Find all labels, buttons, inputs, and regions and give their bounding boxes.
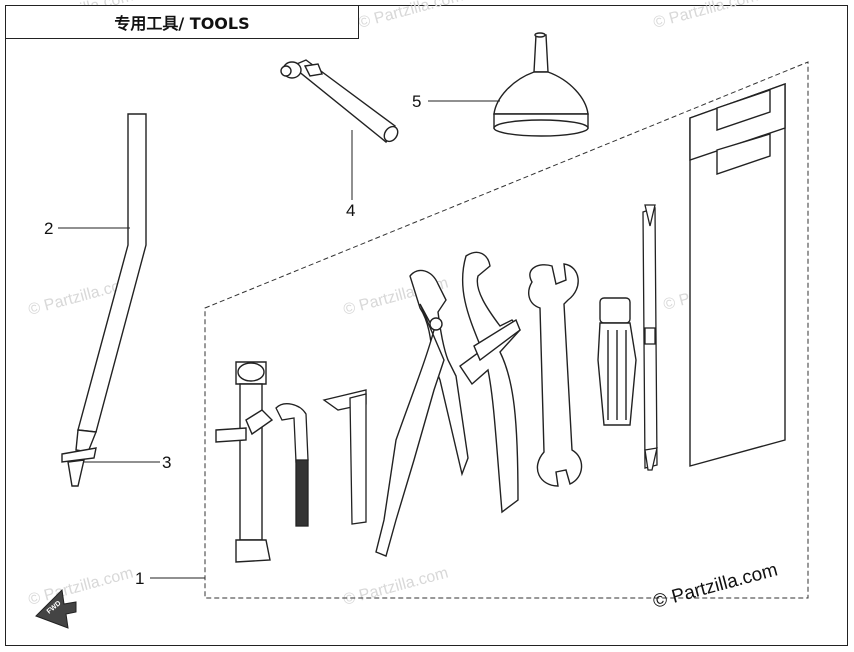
diagram-title: 专用工具/ TOOLS	[5, 5, 359, 39]
callout-1: 1	[135, 569, 144, 588]
callout-leaders	[58, 100, 500, 579]
callout-4: 4	[346, 201, 355, 220]
tool-open-wrench	[528, 263, 583, 487]
tool-pliers	[375, 269, 469, 557]
kit-outline	[204, 61, 809, 599]
watermark-faint: © Partzilla.com	[652, 0, 761, 32]
tool-screwdriver-long	[642, 204, 658, 471]
tool-allen-key-large	[322, 389, 367, 525]
diagram-frame	[5, 5, 848, 646]
tool-handle-bar	[280, 59, 399, 144]
faint-watermarks: © Partzilla.com © Partzilla.com © Partzi…	[27, 0, 771, 609]
tool-long-bar	[61, 113, 147, 487]
fwd-arrow-icon: FWD	[35, 588, 77, 629]
tool-manual-pouch	[689, 83, 786, 467]
callout-5: 5	[412, 92, 421, 111]
partzilla-watermark: © Partzilla.com	[651, 559, 780, 612]
tool-slip-wrench	[459, 251, 521, 514]
tool-box-wrench	[215, 361, 274, 563]
watermark-faint: © Partzilla.com	[342, 565, 451, 609]
watermark-faint: © Partzilla.com	[357, 0, 466, 32]
callout-2: 2	[44, 219, 53, 238]
tool-funnel	[493, 32, 589, 137]
tool-screwdriver-handle	[597, 297, 637, 426]
watermark-faint: © Partzilla.com	[27, 565, 136, 609]
tool-allen-key-threaded	[275, 403, 309, 527]
callout-3: 3	[162, 453, 171, 472]
